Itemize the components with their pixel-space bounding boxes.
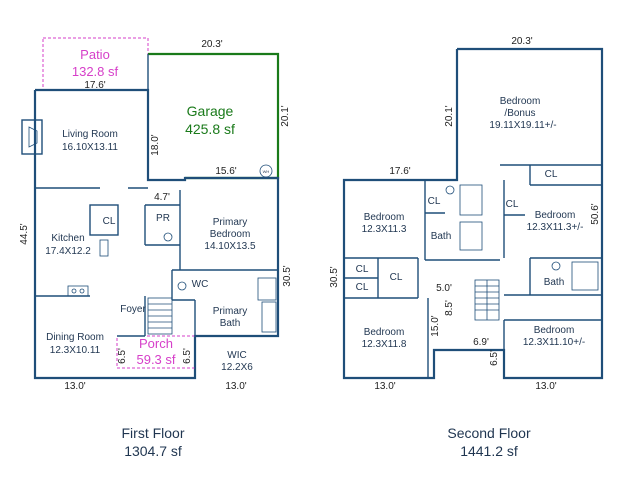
sf-bonus-left-dim: 20.1' — [444, 105, 455, 126]
first-floor-title: First Floor — [122, 425, 185, 441]
bed-c-name: Bedroom — [364, 327, 405, 338]
dining-room-name: Dining Room — [46, 332, 104, 343]
sf-closet-3: CL — [506, 199, 519, 210]
first-right-dim: 30.5' — [282, 265, 293, 286]
kitchen-name: Kitchen — [51, 233, 84, 244]
bed-b-name: Bedroom — [535, 210, 576, 221]
bed-c-size: 12.3X11.8 — [362, 339, 407, 350]
primary-bath-name-2: Bath — [220, 318, 241, 329]
living-room-name: Living Room — [62, 129, 118, 140]
porch-area-label: 59.3 sf — [136, 352, 175, 367]
burner-icon — [79, 288, 85, 294]
bonus-name-2: /Bonus — [504, 108, 535, 119]
sf-right-dim: 50.6' — [590, 203, 601, 224]
dining-room-size: 12.3X10.11 — [50, 345, 101, 356]
powder-room-label: PR — [156, 213, 170, 224]
toilet-icon — [163, 232, 173, 242]
shower-icon — [257, 277, 277, 301]
small-dim: 4.7' — [154, 192, 170, 203]
living-room-size: 16.10X13.11 — [62, 142, 118, 153]
burner-icon — [71, 288, 77, 294]
primary-bedroom-name-1: Primary — [213, 217, 247, 228]
bed-d-size: 12.3X11.10+/- — [523, 337, 585, 348]
wic-size: 12.2X6 — [221, 362, 253, 373]
foyer-label: Foyer — [120, 304, 146, 315]
wc-toilet-icon — [177, 281, 187, 291]
second-floor-stairs — [474, 279, 500, 321]
garage-bottom-dim: 15.6' — [215, 166, 236, 177]
second-floor-title: Second Floor — [447, 425, 531, 441]
kitchen-closet-label: CL — [103, 216, 116, 227]
fireplace — [21, 119, 43, 155]
first-bottom-left-dim: 13.0' — [64, 381, 85, 392]
porch-right-dim: 6.5' — [182, 348, 193, 364]
sf-tub2-icon — [571, 261, 599, 291]
sf-left-dim: 30.5' — [329, 266, 340, 287]
patio-area-label: 132.8 sf — [72, 64, 119, 79]
sf-closet-6: CL — [390, 272, 403, 283]
porch-name: Porch — [139, 336, 173, 351]
bed-d-name: Bedroom — [534, 325, 575, 336]
sf-closet-4: CL — [356, 264, 369, 275]
bed-a-name: Bedroom — [364, 212, 405, 223]
first-left-dim: 44.5' — [19, 223, 30, 244]
sf-closet-2: CL — [428, 196, 441, 207]
tub-icon — [261, 301, 277, 333]
water-heater-label: WH — [263, 169, 270, 174]
bed-b-size: 12.3X11.3+/- — [527, 222, 584, 233]
second-floor-exterior-wall — [342, 47, 604, 380]
fireplace-firebox — [28, 126, 38, 148]
primary-bedroom-size: 14.10X13.5 — [204, 241, 256, 252]
sf-bottom-right-dim: 13.0' — [535, 381, 556, 392]
garage-top-dim: 20.3' — [201, 39, 222, 50]
wc-label: WC — [192, 279, 209, 290]
second-floor-plan: CL CL Bath CL Bath CL CL CL — [329, 36, 604, 459]
garage-area-label: 425.8 sf — [185, 121, 235, 137]
kitchen-closet — [89, 204, 119, 236]
patio-name: Patio — [80, 47, 110, 62]
sf-top-dim: 20.3' — [511, 36, 532, 47]
patio-top-dim: 17.6' — [84, 80, 105, 91]
first-bottom-right-dim: 13.0' — [225, 381, 246, 392]
bed-a-size: 12.3X11.3 — [362, 224, 407, 235]
second-floor-area: 1441.2 sf — [460, 443, 518, 459]
sf-closet-1: CL — [545, 169, 558, 180]
sf-vanity-icon — [459, 221, 483, 251]
bonus-size: 19.11X19.11+/- — [489, 120, 556, 131]
first-floor-plan: Patio 132.8 sf 17.6' Garage 425.8 sf 20.… — [19, 37, 293, 459]
first-floor-exterior-wall — [33, 88, 280, 380]
first-floor-area: 1304.7 sf — [124, 443, 182, 459]
wic-name: WIC — [227, 350, 246, 361]
garage-name: Garage — [187, 103, 234, 119]
primary-bedroom-name-2: Bedroom — [210, 229, 251, 240]
sf-toilet-icon — [445, 185, 455, 195]
primary-bath-name-1: Primary — [213, 306, 247, 317]
sf-hall-v1-dim: 8.5' — [444, 300, 455, 316]
stove-icon — [67, 285, 89, 297]
sf-tub-icon — [459, 184, 483, 216]
kitchen-size: 17.4X12.2 — [45, 246, 91, 257]
garage-right-dim: 20.1' — [280, 105, 291, 126]
sf-toilet2-icon — [551, 261, 561, 271]
sf-stair-dim: 6.9' — [473, 337, 489, 348]
garage-left-dim: 18.0' — [150, 134, 161, 155]
sf-hall-h-dim: 5.0' — [436, 283, 452, 294]
sf-bath-1: Bath — [431, 231, 452, 242]
bonus-name-1: Bedroom — [500, 96, 541, 107]
sf-hall-v2-dim: 15.0' — [430, 315, 441, 336]
sf-mid-top-dim: 17.6' — [389, 166, 410, 177]
sf-closet-5: CL — [356, 282, 369, 293]
sf-bath-2: Bath — [544, 277, 565, 288]
porch-left-dim: 6.5' — [117, 348, 128, 364]
refrigerator-icon — [99, 239, 109, 257]
first-floor-stairs — [147, 297, 173, 335]
sf-stair-v-dim: 6.5' — [489, 350, 500, 366]
sf-bottom-left-dim: 13.0' — [374, 381, 395, 392]
